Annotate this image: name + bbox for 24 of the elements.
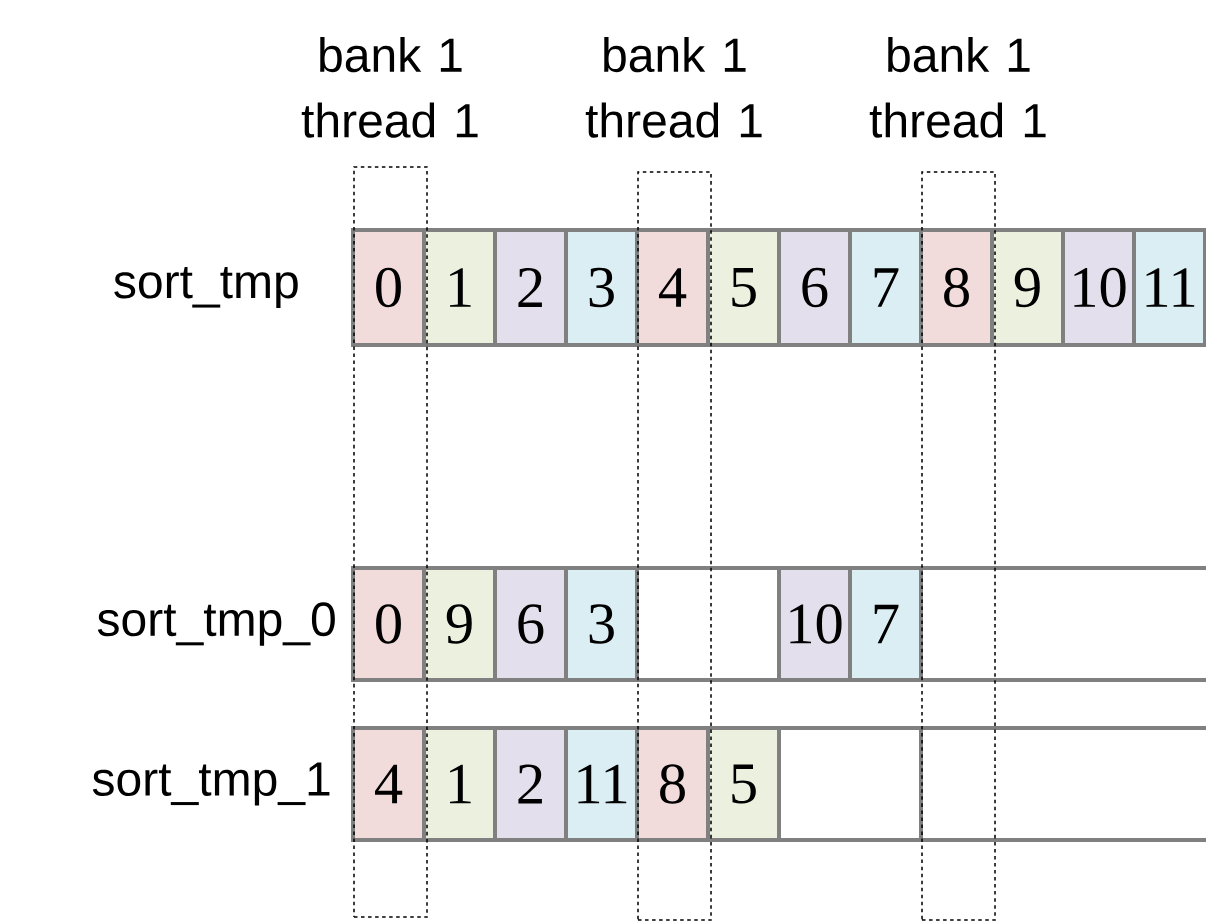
- node-label: bank 1 thread 1: [585, 36, 762, 138]
- row-label: sort_tmp_1: [92, 762, 330, 806]
- array-cell: 3: [564, 566, 639, 682]
- array-cell: 7: [848, 566, 923, 682]
- array-cell: 5: [706, 228, 781, 347]
- array-cell: 6: [777, 228, 852, 347]
- array-cell: 9: [990, 228, 1065, 347]
- array-cell: 1: [422, 726, 497, 842]
- array-cell: 2: [493, 228, 568, 347]
- array-cell: 11: [1132, 228, 1206, 347]
- array-cell: 11: [564, 726, 639, 842]
- array-cell: 7: [848, 228, 923, 347]
- array-cell: 9: [422, 566, 497, 682]
- node-label: bank 1 thread 1: [869, 36, 1046, 138]
- array-cell: 10: [777, 566, 852, 682]
- array-cell: 6: [493, 566, 568, 682]
- array-cell: 2: [493, 726, 568, 842]
- array-cell: 5: [706, 726, 781, 842]
- array-cell: 10: [1061, 228, 1136, 347]
- node-label: bank 1 thread 1: [301, 36, 478, 138]
- array-cell: 3: [564, 228, 639, 347]
- row-label: sort_tmp: [114, 267, 298, 308]
- array-cell: 1: [422, 228, 497, 347]
- row-label: sort_tmp_0: [97, 602, 335, 646]
